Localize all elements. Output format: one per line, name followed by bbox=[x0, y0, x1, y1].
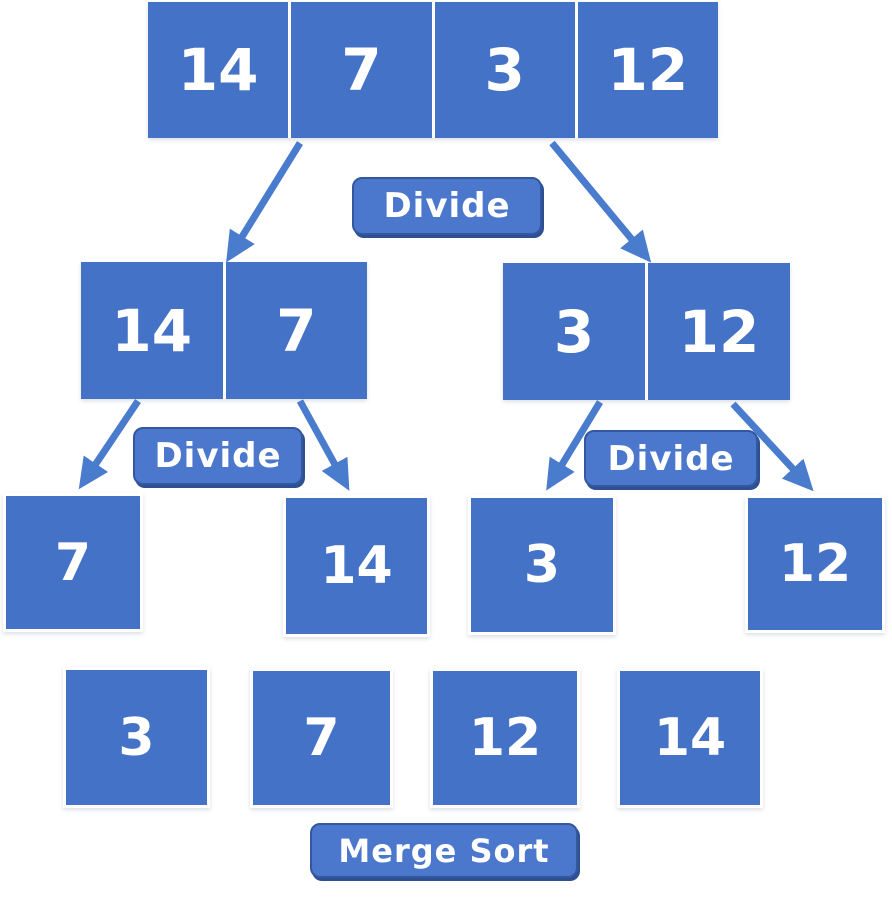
arrow-level0-right bbox=[549, 140, 652, 263]
single-box: 3 bbox=[63, 667, 210, 808]
array-level1-right: 3 12 bbox=[503, 263, 790, 400]
arrow-level1-left-a bbox=[78, 399, 141, 490]
single-box: 12 bbox=[430, 668, 580, 808]
array-cell: 7 bbox=[291, 2, 432, 138]
array-cell: 7 bbox=[225, 262, 367, 399]
array-cell: 12 bbox=[648, 263, 790, 400]
single-box: 7 bbox=[3, 493, 143, 632]
array-cell: 12 bbox=[577, 2, 718, 138]
single-box: 12 bbox=[745, 495, 885, 633]
array-cell: 14 bbox=[81, 262, 223, 399]
single-box: 14 bbox=[283, 495, 430, 637]
arrow-level1-left-b bbox=[296, 399, 350, 491]
divide-badge-right: Divide bbox=[584, 430, 758, 487]
divide-badge-left: Divide bbox=[133, 427, 303, 485]
array-level0: 14 7 3 12 bbox=[148, 2, 718, 138]
array-cell: 3 bbox=[434, 2, 575, 138]
array-level1-left: 14 7 bbox=[81, 262, 367, 399]
array-cell: 3 bbox=[503, 263, 645, 400]
single-box: 7 bbox=[250, 668, 393, 808]
array-cell: 14 bbox=[148, 2, 289, 138]
single-box: 14 bbox=[617, 668, 763, 808]
single-box: 3 bbox=[468, 495, 616, 635]
merge-sort-badge: Merge Sort bbox=[310, 823, 578, 878]
divide-badge-top: Divide bbox=[352, 177, 542, 235]
arrow-level0-left bbox=[226, 141, 303, 263]
